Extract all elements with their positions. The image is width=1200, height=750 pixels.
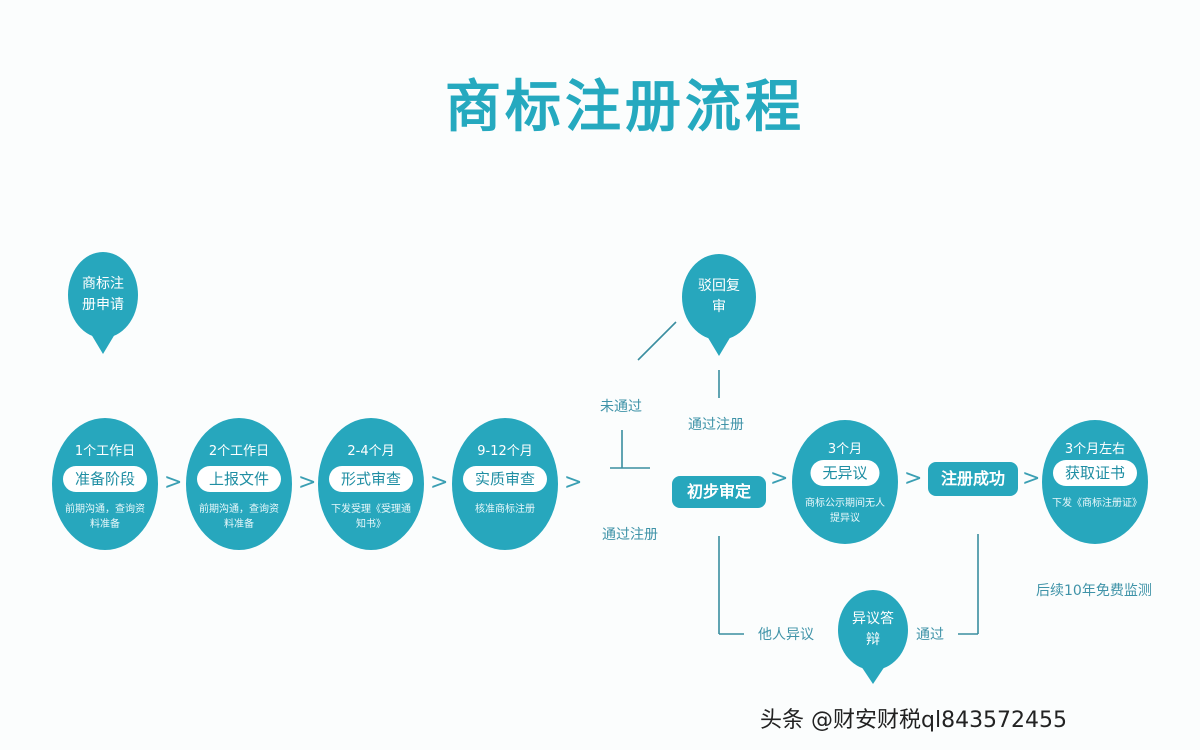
step-name: 获取证书 [1052,460,1138,486]
label-objection: 他人异议 [758,627,814,643]
registration-success: 注册成功 [928,462,1018,496]
line-reject-to-review [637,321,677,361]
step-duration: 9-12个月 [477,444,533,459]
reject-review-bubble: 驳回复审 [682,254,756,340]
step-desc: 下发受理《受理通知书》 [331,504,411,530]
application-bubble-text: 商标注册申请 [82,276,124,313]
step-desc: 核准商标注册 [475,504,535,515]
step-desc: 商标公示期间无人提异议 [805,498,885,524]
reject-review-bubble-text: 驳回复审 [698,278,740,315]
prelim-approval: 初步审定 [672,476,766,508]
step-name: 准备阶段 [62,466,148,492]
step-circle-3: 2-4个月 形式审查 下发受理《受理通知书》 [318,418,424,550]
label-objection-pass: 通过 [916,627,944,643]
arrow-2: > [298,470,317,495]
step-name: 上报文件 [196,466,282,492]
objection-pointer [861,666,885,684]
label-pass-lower: 通过注册 [602,527,658,543]
objection-bubble-text: 异议答辩 [852,611,894,648]
watermark: 头条 @财安财税ql843572455 [760,708,1068,733]
step-desc: 前期沟通，查询资料准备 [65,504,145,530]
arrow-7: > [1022,466,1041,491]
step-desc: 前期沟通，查询资料准备 [199,504,279,530]
step-duration: 1个工作日 [74,444,136,459]
step-name: 实质审查 [462,466,548,492]
arrow-4: > [564,470,583,495]
arrow-6: > [904,466,923,491]
step-duration: 2-4个月 [347,444,395,459]
arrow-1: > [164,470,183,495]
certificate-circle: 3个月左右 获取证书 下发《商标注册证》 [1042,420,1148,544]
arrow-3: > [430,470,449,495]
step-circle-4: 9-12个月 实质审查 核准商标注册 [452,418,558,550]
label-rejected: 未通过 [600,399,642,415]
objection-bubble: 异议答辩 [838,590,908,670]
step-circle-1: 1个工作日 准备阶段 前期沟通，查询资料准备 [52,418,158,550]
followup-note: 后续10年免费监测 [1036,583,1152,599]
diagram-title: 商标注册流程 [445,75,805,140]
reject-review-pointer [707,336,731,356]
step-desc: 下发《商标注册证》 [1052,498,1142,509]
step-name: 形式审查 [328,466,414,492]
application-bubble-pointer [91,334,115,354]
no-objection-circle: 3个月 无异议 商标公示期间无人提异议 [792,420,898,544]
step-duration: 2个工作日 [208,444,270,459]
application-bubble: 商标注册申请 [68,252,138,338]
step-name: 无异议 [810,460,880,486]
step-duration: 3个月左右 [1064,442,1126,457]
step-circle-2: 2个工作日 上报文件 前期沟通，查询资料准备 [186,418,292,550]
label-pass-upper: 通过注册 [688,417,744,433]
arrow-5: > [770,466,789,491]
step-duration: 3个月 [827,442,863,457]
